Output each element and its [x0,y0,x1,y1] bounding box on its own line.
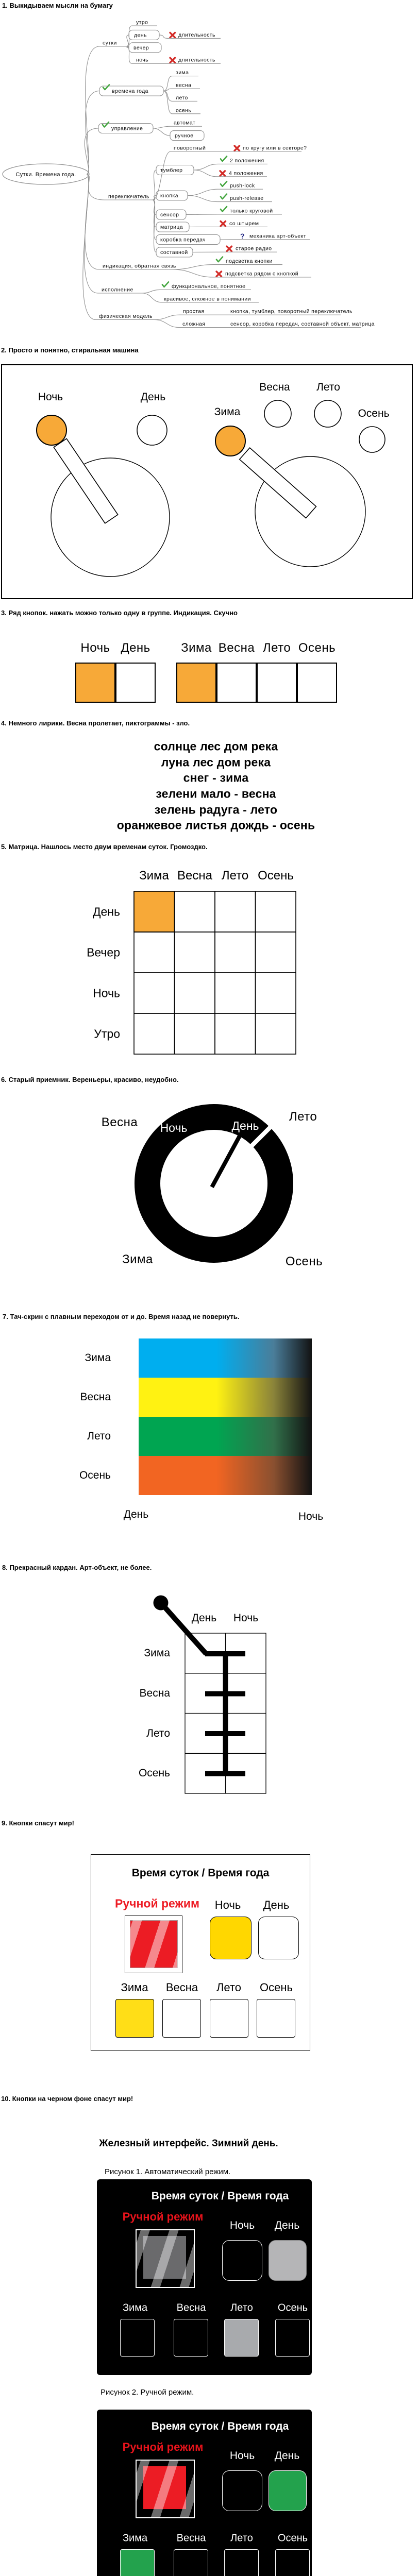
svg-text:простая: простая [183,309,205,315]
svg-text:сложная: сложная [182,321,205,327]
svg-text:матрица: матрица [160,224,183,230]
svg-text:утро: утро [136,20,148,26]
svg-text:физическая модель: физическая модель [99,313,153,319]
svg-text:длительность: длительность [178,57,215,63]
svg-text:подсветка рядом с кнопкой: подсветка рядом с кнопкой [225,271,298,277]
svg-text:Лето: Лето [316,381,340,393]
svg-text:Осень: Осень [358,408,389,419]
svg-text:push-lock: push-lock [230,183,255,189]
svg-text:только круговой: только круговой [230,208,273,214]
svg-text:сутки: сутки [103,40,117,46]
svg-text:Ночь: Ночь [38,391,63,403]
svg-text:push-release: push-release [230,195,264,201]
svg-text:весна: весна [176,82,191,89]
svg-text:зима: зима [176,70,189,76]
svg-text:управление: управление [111,126,143,132]
svg-text:Ночь: Ночь [160,1121,188,1134]
svg-text:времена года: времена года [112,88,148,94]
svg-text:?: ? [240,232,245,240]
svg-text:подсветка кнопки: подсветка кнопки [226,258,273,264]
svg-text:индикация, обратная связь: индикация, обратная связь [103,263,176,269]
svg-text:сенсор: сенсор [160,212,179,218]
svg-text:кнопка: кнопка [160,193,178,199]
svg-text:поворотный: поворотный [174,145,206,151]
svg-text:переключатель: переключатель [108,194,149,200]
svg-text:коробка передач: коробка передач [160,237,206,243]
svg-text:старое радио: старое радио [236,246,272,252]
svg-text:4 положения: 4 положения [229,170,263,176]
svg-text:2 положения: 2 положения [230,158,264,164]
svg-text:механика арт-объект: механика арт-объект [249,233,306,239]
svg-text:со штырем: со штырем [229,221,259,227]
svg-text:сенсор, коробка передач, соста: сенсор, коробка передач, составной объек… [230,321,375,327]
svg-text:длительность: длительность [178,32,215,38]
svg-text:Зима: Зима [214,406,241,418]
svg-text:день: день [134,32,147,38]
svg-text:День: День [141,391,165,403]
svg-text:ручное: ручное [175,133,193,139]
svg-text:красивое, сложное в понимании: красивое, сложное в понимании [164,296,251,302]
svg-text:тумблер: тумблер [160,167,182,174]
svg-text:осень: осень [176,107,191,113]
svg-text:кнопка, тумблер, поворотный пе: кнопка, тумблер, поворотный переключател… [230,309,353,315]
svg-text:функциональное, понятное: функциональное, понятное [172,283,245,290]
svg-text:исполнение: исполнение [102,287,133,293]
svg-text:лето: лето [176,95,188,101]
svg-text:День: День [231,1119,259,1132]
svg-text:автомат: автомат [174,120,195,126]
svg-text:Сутки. Времена года.: Сутки. Времена года. [15,172,76,178]
svg-text:ночь: ночь [136,57,148,63]
svg-text:составной: составной [160,249,188,256]
svg-text:по кругу или в секторе?: по кругу или в секторе? [243,145,307,151]
svg-text:Весна: Весна [259,381,290,393]
svg-text:вечер: вечер [133,45,149,51]
